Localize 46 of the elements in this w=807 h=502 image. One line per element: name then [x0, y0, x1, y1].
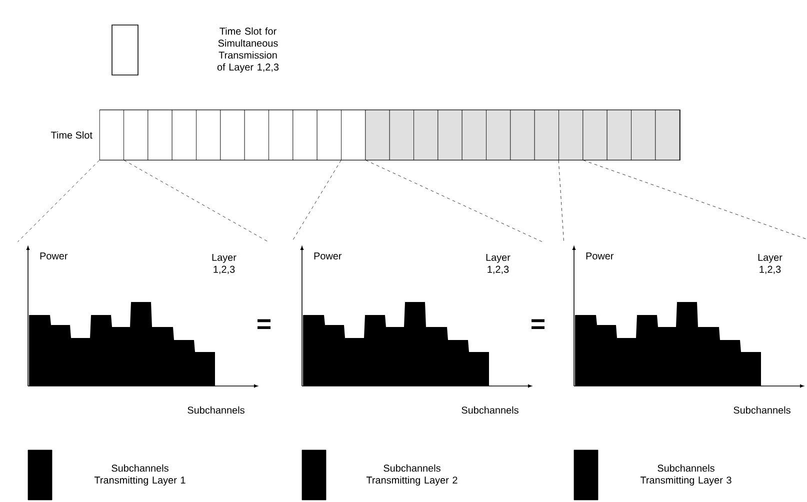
time-slot	[220, 110, 245, 160]
layer-label: Layer 1,2,3	[758, 254, 782, 274]
time-slot	[292, 110, 318, 160]
equals-sign: =	[258, 319, 270, 330]
time-slot	[414, 110, 438, 160]
time-slot	[558, 110, 584, 160]
axis-label: Power	[314, 252, 342, 260]
legend-text: Subchannels Transmitting Layer 2	[366, 464, 458, 486]
axis-label: Subchannels	[462, 406, 518, 414]
axis-label: Power	[586, 252, 614, 260]
layer-label: Layer 1,2,3	[486, 254, 510, 274]
strip-label: Time Slot	[51, 131, 92, 139]
zoom-line	[292, 160, 342, 242]
time-slot	[389, 110, 414, 160]
time-slot	[124, 110, 148, 160]
time-slot	[196, 110, 221, 160]
time-slot	[148, 110, 172, 160]
zoom-line	[582, 160, 807, 242]
axis-label: Power	[40, 252, 68, 260]
time-slot	[582, 110, 608, 160]
legend-text: Subchannels Transmitting Layer 3	[640, 464, 732, 486]
time-slot	[268, 110, 294, 160]
axis-label: Subchannels	[188, 406, 244, 414]
legend-text: Subchannels Transmitting Layer 1	[94, 464, 186, 486]
time-slot	[316, 110, 342, 160]
zoom-line	[365, 160, 542, 242]
time-slot	[438, 110, 462, 160]
legend-text: Time Slot for Simultaneous Transmission of Layer 1,2,3	[217, 27, 279, 73]
layer-label: Layer 1,2,3	[212, 254, 236, 274]
time-slot	[534, 110, 559, 160]
time-slot	[244, 110, 269, 160]
zoom-line	[18, 160, 100, 242]
time-slot	[172, 110, 196, 160]
time-slot	[655, 110, 680, 160]
time-slot	[341, 110, 366, 160]
axis-label: Subchannels	[734, 406, 790, 414]
time-slot	[486, 110, 511, 160]
time-slot	[462, 110, 486, 160]
zoom-line	[124, 160, 268, 242]
time-slot	[631, 110, 656, 160]
time-slot	[365, 110, 390, 160]
zoom-line	[558, 160, 564, 242]
equals-sign: =	[532, 319, 544, 330]
time-slot	[606, 110, 632, 160]
time-slot	[99, 110, 124, 160]
time-slot	[510, 110, 535, 160]
